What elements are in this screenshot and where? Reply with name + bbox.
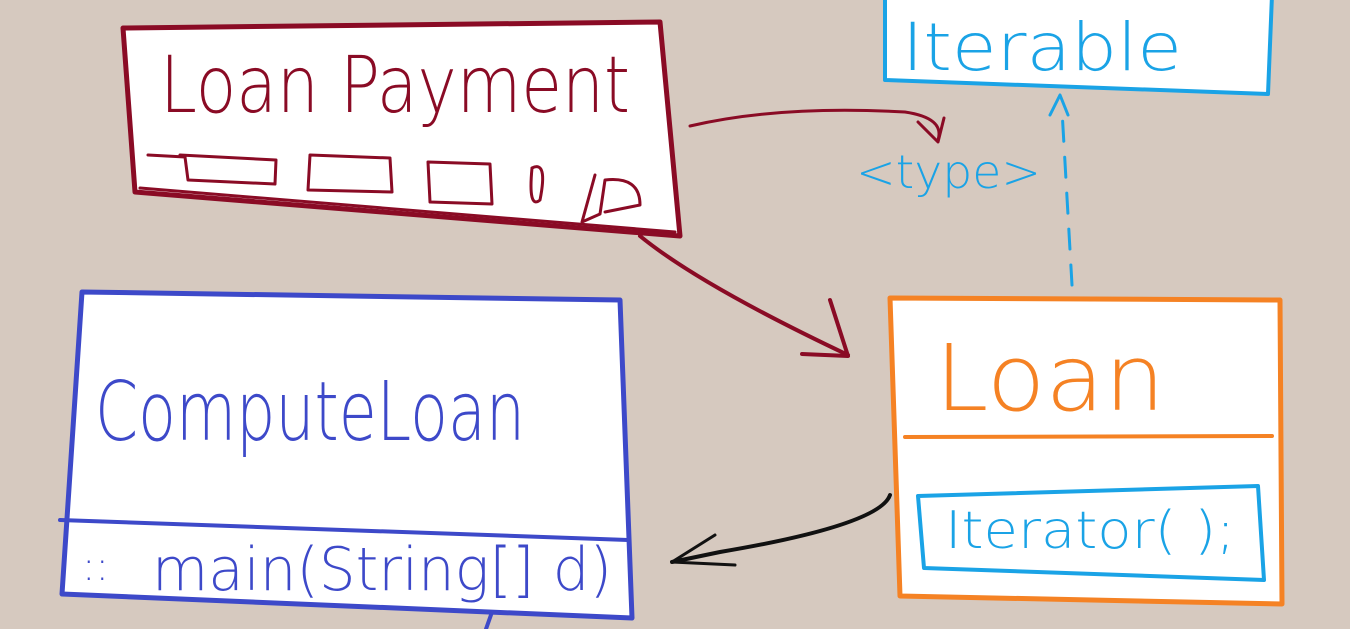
arrow-loan-to-compute-loan[interactable] <box>670 493 892 564</box>
loan-name: Loan <box>935 325 1165 432</box>
relations <box>638 93 1074 567</box>
compute-loan-name: ComputeLoan <box>95 365 525 460</box>
loan-box <box>887 295 1285 607</box>
class-iterable[interactable]: Iterable <box>883 0 1274 96</box>
iterable-name: Iterable <box>902 9 1182 86</box>
class-loan-payment[interactable]: Loan Payment <box>120 19 683 239</box>
loan-method-box <box>916 484 1266 582</box>
loan-payment-field-3 <box>426 160 494 206</box>
arrow-loan-to-iterable[interactable] <box>1060 108 1074 287</box>
loan-divider <box>903 434 1274 439</box>
class-compute-loan[interactable]: ComputeLoan :: main(String[] d) <box>58 289 635 629</box>
arrow-head-loan-to-iterable <box>1048 93 1070 117</box>
arrow-loan-payment-to-iterable[interactable] <box>688 108 941 142</box>
iterable-box <box>883 0 1274 96</box>
type-parameter-label: <type> <box>856 145 1041 199</box>
compute-loan-divider <box>58 518 630 542</box>
arrow-head-loan-to-compute-loan <box>670 533 737 567</box>
loan-method: Iterator( ); <box>945 501 1235 561</box>
compute-loan-tail <box>484 610 494 629</box>
loan-payment-field-5 <box>580 173 642 224</box>
compute-loan-method: main(String[] d) <box>152 535 612 605</box>
loan-payment-field-1 <box>146 153 278 186</box>
loan-payment-field-4 <box>529 165 545 204</box>
arrow-head-loan-payment-to-loan <box>800 298 850 358</box>
compute-loan-static-marker: :: <box>82 544 109 590</box>
loan-payment-name: Loan Payment <box>160 41 630 131</box>
arrow-head-loan-payment-to-iterable <box>916 116 946 144</box>
loan-payment-field-2 <box>306 153 394 194</box>
arrow-loan-payment-to-loan[interactable] <box>638 234 850 357</box>
class-loan[interactable]: Loan Iterator( ); <box>887 295 1285 607</box>
loan-payment-divider <box>138 186 677 234</box>
